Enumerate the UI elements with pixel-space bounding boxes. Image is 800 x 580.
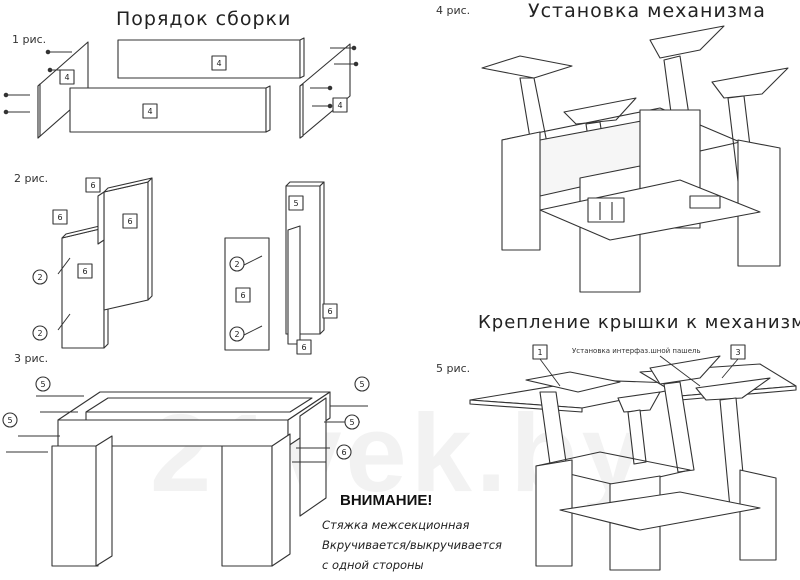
- label-part-2-b: 2: [37, 329, 42, 338]
- label-part-6-b: 6: [57, 213, 62, 222]
- label-part-4-c: 4: [147, 107, 152, 116]
- fig4-leg-left: [501, 131, 541, 251]
- warning-line-2: Вкручивается/выкручивается: [322, 538, 502, 552]
- title-mechanism-install: Установка механизма: [528, 0, 766, 22]
- fig-label-5: 5 рис.: [436, 362, 471, 375]
- fig2-leg-front: [61, 227, 105, 349]
- fig4-mechanism: [587, 197, 625, 223]
- fig1-screws: [3, 45, 359, 115]
- warning-heading: ВНИМАНИЕ!: [340, 492, 433, 509]
- fig3-leg-front-left: [51, 445, 99, 567]
- fig4-leg-right: [737, 139, 781, 267]
- label-part-3: 3: [735, 348, 740, 357]
- label-part-4-a: 4: [64, 73, 69, 82]
- fig1-back-panel: [117, 39, 301, 79]
- label-part-6-c: 6: [127, 217, 132, 226]
- fig-label-2: 2 рис.: [14, 172, 49, 185]
- warning-line-3: с одной стороны: [322, 558, 424, 572]
- label-part-1: 1: [537, 348, 542, 357]
- label-part-5-b: 5: [40, 380, 45, 389]
- fig3-drawing: [2, 376, 370, 567]
- label-part-6-h: 6: [341, 448, 346, 457]
- title-top-attach: Крепление крышки к механизму: [478, 312, 800, 333]
- fig4-arm-2: [649, 25, 725, 59]
- fig1-right-panel: [299, 43, 351, 139]
- fig3-leg-front-right: [221, 445, 273, 567]
- fig1-drawing: [3, 37, 359, 139]
- fig1-num-box: [59, 69, 75, 85]
- fig-label-3: 3 рис.: [14, 352, 49, 365]
- label-part-5-e: 5: [349, 418, 354, 427]
- label-part-6-a: 6: [90, 181, 95, 190]
- fig4-arm-3: [711, 67, 789, 99]
- label-part-2-a: 2: [37, 273, 42, 282]
- fig1-front-panel: [69, 87, 267, 133]
- label-part-6-f: 6: [327, 307, 332, 316]
- title-assembly-order: Порядок сборки: [116, 8, 292, 30]
- label-part-6-g: 6: [301, 343, 306, 352]
- warning-line-1: Стяжка межсекционная: [322, 518, 470, 532]
- fig4-arm-1: [481, 55, 573, 79]
- label-part-6-d: 6: [82, 267, 87, 276]
- label-part-4-b: 4: [216, 59, 221, 68]
- label-part-5-c: 5: [7, 416, 12, 425]
- label-part-4-d: 4: [337, 101, 342, 110]
- label-part-2-d: 2: [234, 330, 239, 339]
- label-part-5-d: 5: [359, 380, 364, 389]
- label-part-2-c: 2: [234, 260, 239, 269]
- fig2-leg-back: [103, 181, 149, 311]
- fig-label-1: 1 рис.: [12, 33, 47, 46]
- callout-text: Установка интерфаз.шной пашель: [572, 347, 701, 355]
- fig2-drawing: [32, 177, 338, 355]
- fig4-arm-4: [563, 97, 637, 125]
- fig-label-4: 4 рис.: [436, 4, 471, 17]
- label-part-5-a: 5: [293, 199, 298, 208]
- fig5-drawing: [469, 344, 797, 571]
- fig4-drawing: [481, 25, 789, 293]
- label-part-6-e: 6: [240, 291, 245, 300]
